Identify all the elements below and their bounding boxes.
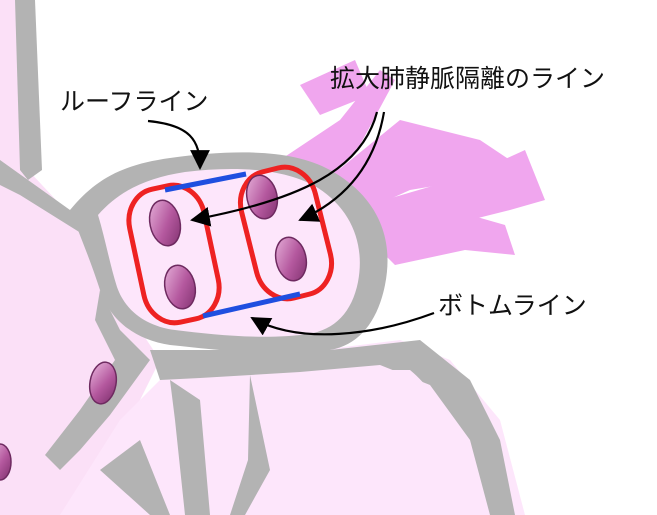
- roof-line-label: ルーフライン: [60, 87, 209, 116]
- rspv-ostium-icon: [245, 174, 279, 220]
- edge-ostium-icon: [0, 443, 12, 481]
- linear-ablation-lines: [164, 171, 301, 319]
- lspv-ostium-icon: [148, 199, 182, 247]
- roof-line-mark: [164, 171, 247, 193]
- ripv-ostium-icon: [274, 236, 308, 282]
- left-pv-isolation-line: [126, 182, 222, 326]
- other-ostium-icon: [88, 361, 118, 405]
- right-pv-isolation-line: [237, 164, 335, 302]
- pv-ostia: [0, 174, 308, 481]
- pv-isolation-right-arrow: [298, 111, 386, 222]
- pv-isolation-line-label: 拡大肺静脈隔離のライン: [330, 64, 605, 93]
- bottom-line-arrow: [250, 311, 435, 336]
- bottom-line-mark: [202, 291, 301, 319]
- annotation-arrows: [147, 111, 435, 336]
- heart-walls: [0, 0, 515, 515]
- pv-isolation-lines: [126, 164, 335, 326]
- roof-line-arrow: [147, 119, 210, 170]
- pv-isolation-left-arrow: [190, 111, 379, 227]
- bottom-line-label: ボトムライン: [438, 291, 587, 320]
- pulmonary-vessels: [265, 60, 545, 265]
- lipv-ostium-icon: [163, 264, 197, 310]
